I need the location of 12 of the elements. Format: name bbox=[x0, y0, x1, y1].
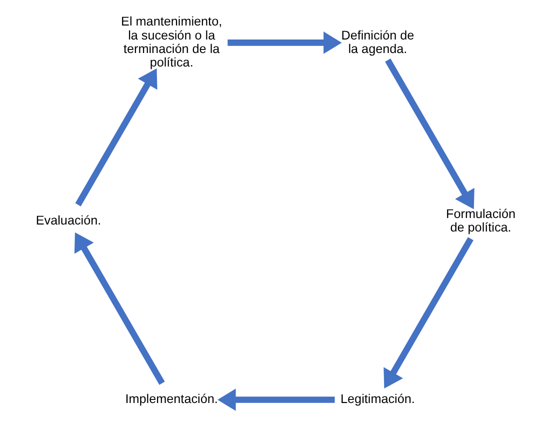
arrow bbox=[384, 58, 474, 210]
node-text: Definición de la agenda. bbox=[340, 28, 414, 56]
arrow bbox=[217, 388, 334, 411]
arrow bbox=[74, 232, 164, 385]
node-text: El mantenimiento, la sucesión o la terminación de la política. bbox=[120, 14, 222, 70]
node-text: Legitimación. bbox=[340, 392, 414, 406]
node-text: Implementación. bbox=[124, 392, 218, 406]
node-text: Evaluación. bbox=[35, 214, 101, 228]
arrow bbox=[227, 32, 342, 54]
node-text: Formulación de política. bbox=[446, 206, 516, 234]
arrow bbox=[383, 237, 473, 388]
arrow bbox=[74, 68, 157, 206]
